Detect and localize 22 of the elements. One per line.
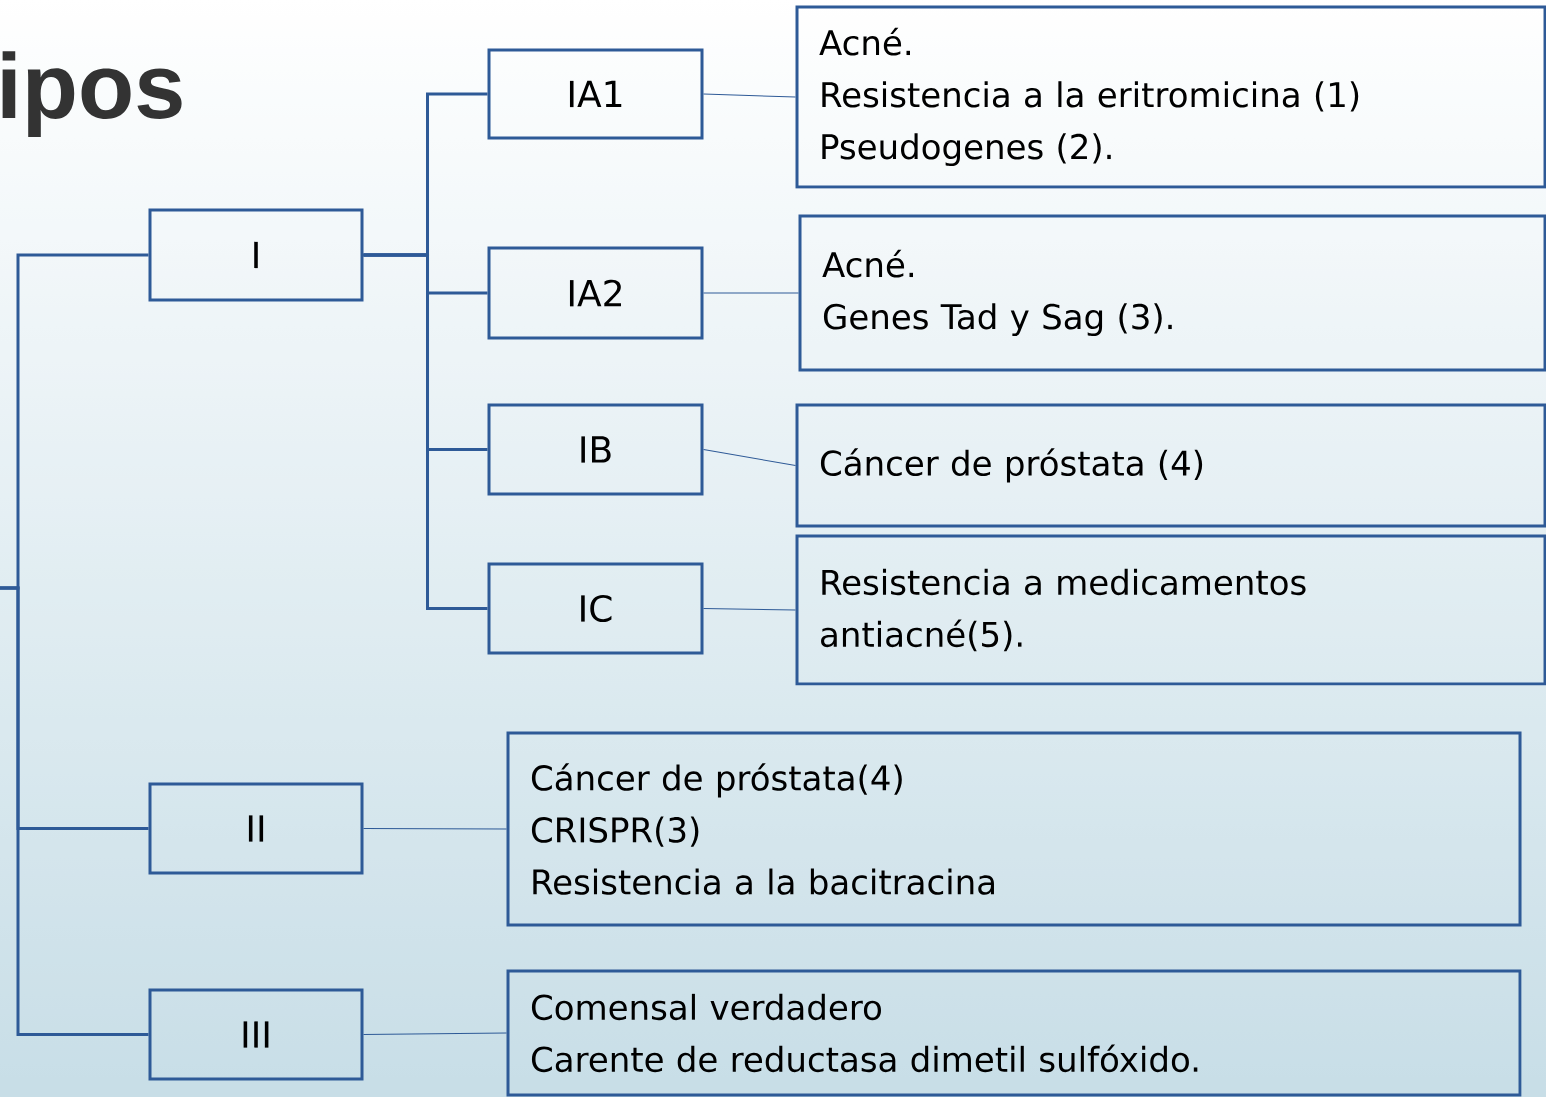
connector xyxy=(703,93,796,98)
description-box: Acné. Genes Tad y Sag (3). xyxy=(798,214,1546,372)
label-box: II xyxy=(148,782,364,875)
title: ipos xyxy=(2,51,182,138)
connector xyxy=(0,586,149,1036)
connector xyxy=(703,292,799,294)
connector xyxy=(703,449,796,466)
connector xyxy=(363,828,507,830)
connector xyxy=(703,608,796,611)
label-box: IA1 xyxy=(487,48,704,140)
label-box: IA2 xyxy=(487,246,704,340)
description-box: Cáncer de próstata(4) CRISPR(3) Resistencia a la bacitracina xyxy=(506,731,1522,927)
description-box: Cáncer de próstata (4) xyxy=(795,403,1546,528)
label-box: IC xyxy=(487,562,704,655)
description-box: Comensal verdadero Carente de reductasa dimetil sulfóxido. xyxy=(506,969,1522,1097)
connector xyxy=(363,1032,507,1035)
description-box: Acné. Resistencia a la eritromicina (1) Pseudogenes (2). xyxy=(795,5,1546,189)
label-box: I xyxy=(148,208,364,302)
label-box: IB xyxy=(487,403,704,496)
label-box: III xyxy=(148,988,364,1081)
connector xyxy=(363,253,488,610)
description-box: Resistencia a medicamentos antiacné(5). xyxy=(795,534,1546,686)
